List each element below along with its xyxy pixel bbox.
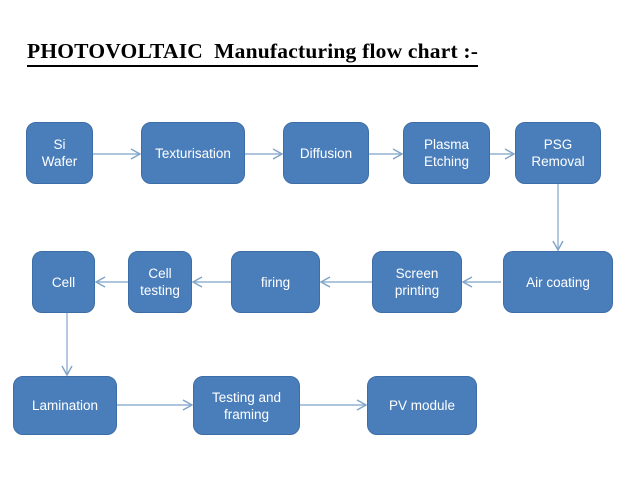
arrow-air-coating-to-screen-printing: [461, 276, 501, 288]
arrow-texturisation-to-diffusion: [245, 148, 284, 160]
node-cell-testing[interactable]: Cell testing: [128, 251, 192, 313]
node-pv-module[interactable]: PV module: [367, 376, 477, 435]
arrow-psg-removal-to-air-coating: [552, 184, 564, 252]
arrow-screen-printing-to-firing: [319, 276, 372, 288]
node-screen-printing[interactable]: Screen printing: [372, 251, 462, 313]
arrow-diffusion-to-plasma-etching: [369, 148, 404, 160]
node-lamination[interactable]: Lamination: [13, 376, 117, 435]
node-texturisation[interactable]: Texturisation: [141, 122, 245, 184]
node-air-coating[interactable]: Air coating: [503, 251, 613, 313]
node-firing[interactable]: firing: [231, 251, 320, 313]
arrow-si-wafer-to-texturisation: [93, 148, 142, 160]
node-plasma-etching[interactable]: Plasma Etching: [403, 122, 490, 184]
arrow-cell-to-lamination: [61, 313, 73, 377]
node-psg-removal[interactable]: PSG Removal: [515, 122, 601, 184]
arrow-lamination-to-testing-and-framing: [117, 399, 194, 411]
page-title: PHOTOVOLTAIC Manufacturing flow chart :-: [27, 38, 479, 67]
arrow-testing-and-framing-to-pv-module: [300, 399, 368, 411]
node-testing-and-framing[interactable]: Testing and framing: [193, 376, 300, 435]
arrow-plasma-etching-to-psg-removal: [490, 148, 516, 160]
node-si-wafer[interactable]: Si Wafer: [26, 122, 93, 184]
node-diffusion[interactable]: Diffusion: [283, 122, 369, 184]
arrow-firing-to-cell-testing: [191, 276, 231, 288]
arrow-cell-testing-to-cell: [94, 276, 128, 288]
node-cell[interactable]: Cell: [32, 251, 95, 313]
